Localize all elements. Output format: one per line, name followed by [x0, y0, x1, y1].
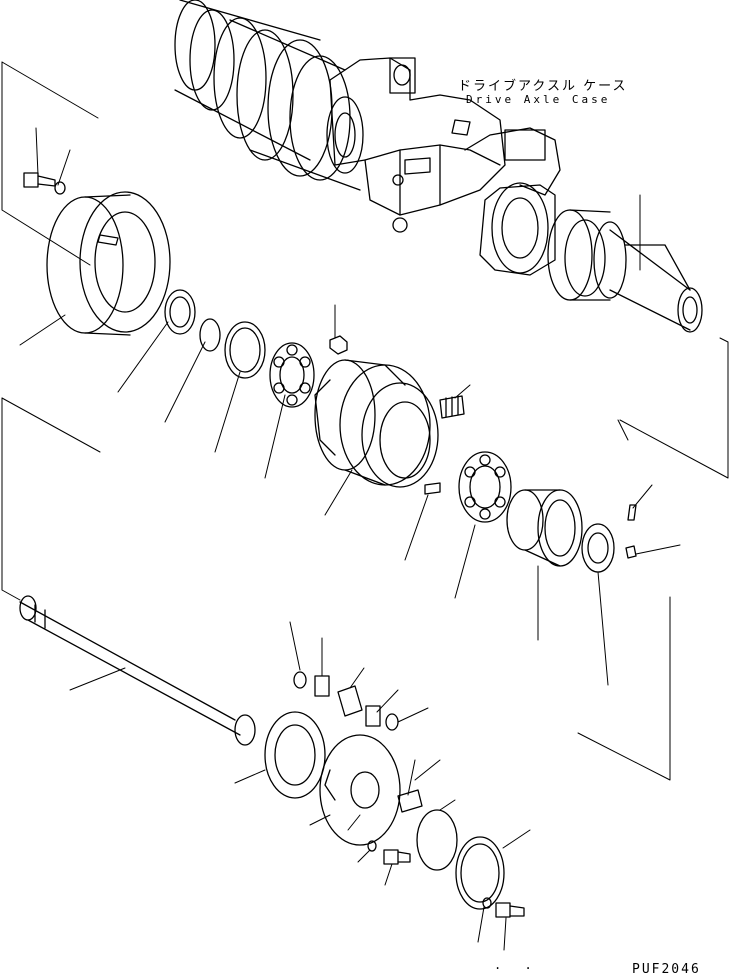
hub-nut	[329, 335, 348, 355]
ring-gear	[506, 489, 583, 567]
cover-bolt	[482, 897, 525, 918]
hub-carrier	[314, 359, 439, 488]
planet-carrier	[319, 734, 401, 846]
lock-plate	[581, 523, 615, 573]
carrier-bolt	[367, 840, 411, 865]
wheel-hub	[46, 191, 171, 336]
thrust-plate	[264, 711, 326, 799]
end-cover	[455, 836, 505, 910]
stud-bolt	[439, 395, 465, 419]
axle-shaft	[19, 595, 256, 746]
carrier-pin	[397, 789, 423, 813]
dowel-pin	[424, 482, 441, 495]
cotter-pin	[625, 504, 637, 559]
cover-gasket	[416, 809, 458, 871]
inner-bearing	[269, 342, 315, 408]
assembly-label-jp: ドライブアクスル ケース	[458, 79, 628, 94]
planet-gear-parts	[293, 671, 399, 731]
leader-lines	[1, 61, 729, 951]
assembly-label-en: Drive Axle Case	[466, 93, 611, 106]
outer-bearing	[458, 451, 512, 523]
hub-bolt	[23, 172, 66, 195]
corner-marks: . .	[494, 958, 540, 972]
drive-axle-case	[174, 0, 561, 276]
seal-rings	[164, 289, 266, 379]
drawing-code: PUF2046	[632, 962, 701, 977]
spindle	[547, 209, 703, 333]
